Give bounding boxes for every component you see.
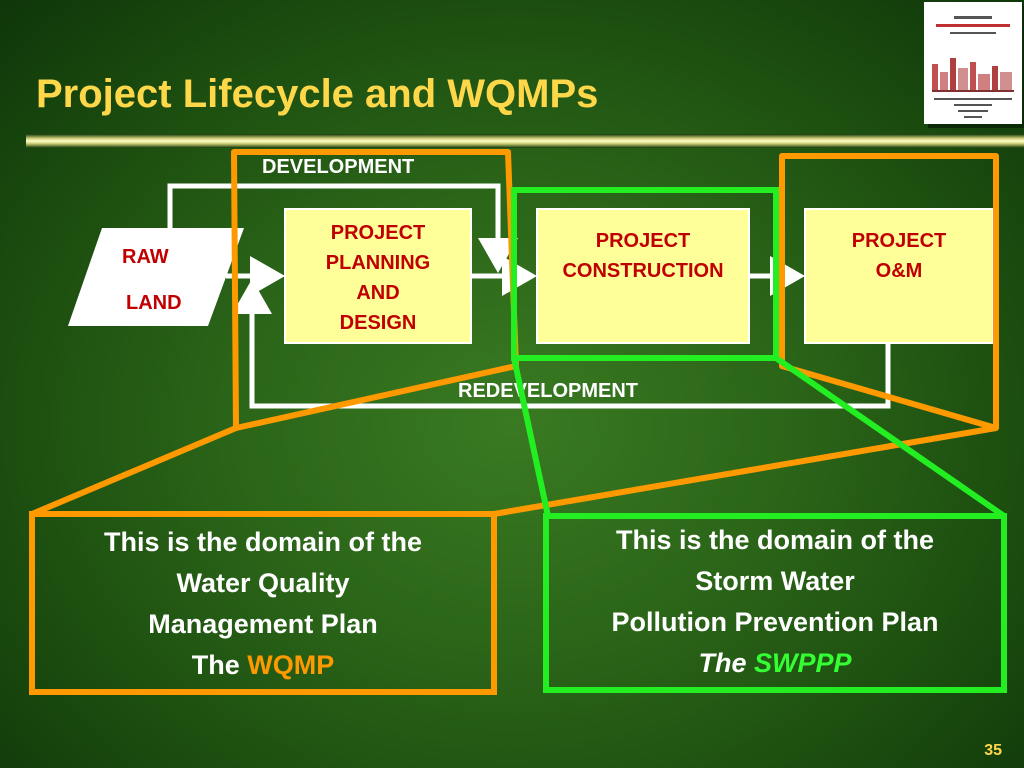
raw-land-shape <box>68 228 244 326</box>
redevelopment-label: REDEVELOPMENT <box>458 380 639 402</box>
wqmp-planning-frame <box>231 149 519 431</box>
wqmp-right-connector <box>493 425 997 517</box>
wqmp-acronym: WQMP <box>247 650 335 680</box>
slide-title: Project Lifecycle and WQMPs <box>36 72 599 116</box>
page-number: 35 <box>984 742 1002 759</box>
wqmp-callout-frame <box>29 511 497 695</box>
stage-planning: PROJECT PLANNING AND DESIGN <box>284 208 472 344</box>
handbook-cover-thumbnail <box>924 2 1022 124</box>
stage-construction: PROJECT CONSTRUCTION <box>536 208 750 344</box>
swppp-callout-text: This is the domain of the Storm Water Po… <box>611 525 939 678</box>
wqmp-callout-text: This is the domain of the Water Quality … <box>103 527 422 680</box>
swppp-construction-frame <box>511 187 779 361</box>
development-arrow <box>167 183 518 273</box>
swppp-callout-frame <box>543 513 1007 693</box>
raw-land-label-land: LAND <box>126 292 182 314</box>
swppp-right-connector <box>774 355 1006 519</box>
development-label: DEVELOPMENT <box>262 156 415 178</box>
wqmp-left-connector <box>30 425 238 517</box>
redevelopment-arrow <box>232 279 891 409</box>
swppp-left-connector <box>511 357 551 517</box>
title-divider <box>26 134 1024 148</box>
raw-land-label-raw: RAW <box>122 246 169 268</box>
stage-om: PROJECT O&M <box>804 208 994 344</box>
swppp-acronym: SWPPP <box>753 648 852 678</box>
